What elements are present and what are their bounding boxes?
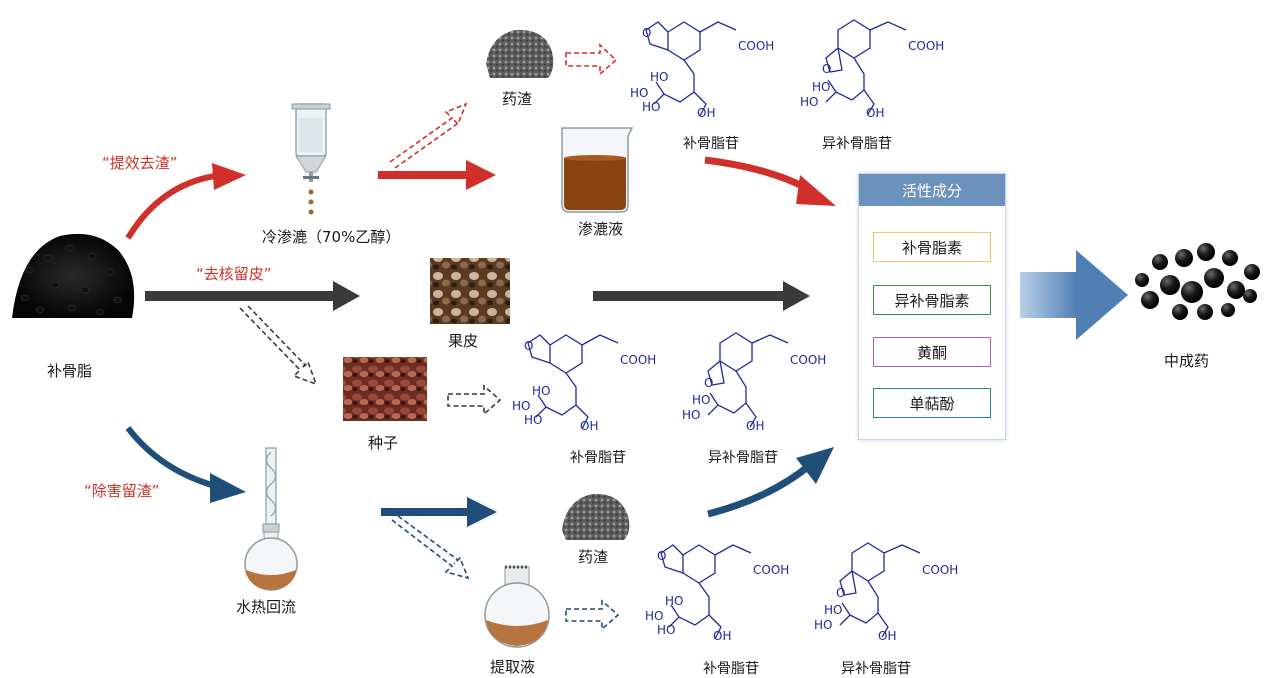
black-seed-pile-icon (12, 233, 135, 318)
red-dashed-arrow-to-compound (565, 43, 618, 76)
o-label-top-2: O (822, 62, 832, 76)
oh-label-mid-1: OH (580, 419, 599, 433)
cooh-label-mid-2: COOH (790, 353, 827, 367)
peel-photo (430, 258, 510, 324)
ho-label-top-2a: HO (812, 80, 831, 94)
component-isopsoralen: 异补骨脂素 (873, 285, 991, 315)
component-flavonoids: 黄酮 (873, 337, 991, 367)
ho-label-bot-1b: HO (645, 609, 664, 623)
cooh-label-top-1: COOH (738, 39, 775, 53)
percolate-label: 渗漉液 (578, 220, 624, 238)
dark-route-arrow (145, 281, 360, 311)
cooh-label-bot-2: COOH (922, 563, 959, 577)
component-monoterpene-phenols: 单萜酚 (873, 388, 991, 418)
ho-label-bot-1c: HO (657, 623, 676, 637)
ho-label-mid-1a: HO (532, 384, 551, 398)
red-arrow-to-percolate (378, 160, 496, 190)
compound-name-top-1: 补骨脂苷 (683, 136, 739, 152)
residue-top-icon (486, 29, 554, 78)
compound-name-top-2: 异补骨脂苷 (822, 136, 892, 152)
compound-structure-mid-1 (527, 334, 619, 430)
ho-label-bot-1a: HO (665, 594, 684, 608)
blue-route-arrow (125, 426, 246, 503)
compound-structure-top-1 (645, 21, 737, 117)
o-label-top-1: O (642, 26, 652, 40)
ho-label-bot-2a: HO (824, 603, 843, 617)
red-dashed-arrow-to-residue (389, 102, 468, 169)
blue-arrow-to-residue (381, 497, 497, 527)
oh-label-bot-2: OH (878, 629, 897, 643)
route-label-remove-harm-keep-residue: “除害留渣” (84, 482, 160, 500)
percolation-label: 冷渗漉（70%乙醇） (262, 228, 401, 246)
ho-label-mid-1b: HO (512, 399, 531, 413)
extract-flask-icon (484, 565, 550, 648)
compound-name-bot-2: 异补骨脂苷 (841, 661, 911, 677)
black-pills-icon (1135, 243, 1260, 320)
red-route-arrow (125, 163, 246, 240)
dark-dashed-arrow-to-seed (239, 305, 318, 386)
route-label-remove-core-keep-peel: “去核留皮” (196, 265, 272, 283)
oh-label-top-1: OH (697, 106, 716, 120)
compound-name-bot-1: 补骨脂苷 (703, 661, 759, 677)
extract-label: 提取液 (490, 658, 536, 676)
blue-arrow-to-panel (707, 447, 834, 518)
compound-name-mid-2: 异补骨脂苷 (708, 450, 778, 466)
route-label-extract-remove-residue: “提效去渣” (102, 154, 178, 172)
o-label-mid-2: O (704, 376, 714, 390)
peel-label: 果皮 (448, 332, 479, 350)
cooh-label-bot-1: COOH (753, 563, 790, 577)
ho-label-mid-1c: HO (524, 413, 543, 427)
compound-name-mid-1: 补骨脂苷 (570, 450, 626, 466)
reflux-flask-icon (244, 531, 298, 591)
residue-top-label: 药渣 (502, 90, 533, 108)
residue-bottom-icon (562, 493, 630, 540)
red-arrow-to-panel (704, 156, 836, 206)
ho-label-bot-2b: HO (814, 618, 833, 632)
compound-structure-bot-1 (660, 544, 752, 640)
compound-structure-bot-2 (839, 542, 921, 638)
ho-label-top-1c: HO (642, 100, 661, 114)
blue-dashed-arrow-to-compound (565, 599, 620, 631)
dark-arrow-to-panel (593, 281, 810, 311)
residue-bottom-label: 药渣 (578, 548, 609, 566)
molecule-structures (527, 19, 921, 640)
blue-dashed-arrow-to-extract (391, 515, 470, 580)
cooh-label-top-2: COOH (908, 39, 945, 53)
ho-label-mid-2a: HO (692, 393, 711, 407)
ho-label-top-2b: HO (800, 95, 819, 109)
oh-label-top-2: OH (866, 106, 885, 120)
o-label-bot-2: O (836, 586, 846, 600)
big-arrow-to-product (1020, 250, 1128, 340)
component-psoralen: 补骨脂素 (873, 232, 991, 262)
active-components-panel: 活性成分 补骨脂素 异补骨脂素 黄酮 单萜酚 (858, 173, 1006, 440)
ho-label-mid-2b: HO (682, 408, 701, 422)
source-label: 补骨脂 (47, 362, 93, 380)
percolator-icon (291, 103, 331, 215)
oh-label-bot-1: OH (713, 629, 732, 643)
compound-structure-mid-2 (707, 332, 789, 428)
o-label-bot-1: O (657, 549, 667, 563)
oh-label-mid-2: OH (746, 419, 765, 433)
ho-label-top-1a: HO (650, 70, 669, 84)
cooh-label-mid-1: COOH (620, 353, 657, 367)
o-label-mid-1: O (524, 339, 534, 353)
seed-label: 种子 (368, 434, 399, 452)
reflux-condenser-icon (262, 447, 280, 533)
product-label: 中成药 (1164, 352, 1210, 370)
beaker-icon (561, 127, 634, 213)
compound-structure-top-2 (825, 19, 907, 115)
seed-photo (343, 357, 427, 421)
panel-title: 活性成分 (859, 174, 1005, 206)
ho-label-top-1b: HO (630, 86, 649, 100)
reflux-label: 水热回流 (236, 598, 297, 616)
dark-dashed-arrow-to-compound (447, 384, 502, 416)
